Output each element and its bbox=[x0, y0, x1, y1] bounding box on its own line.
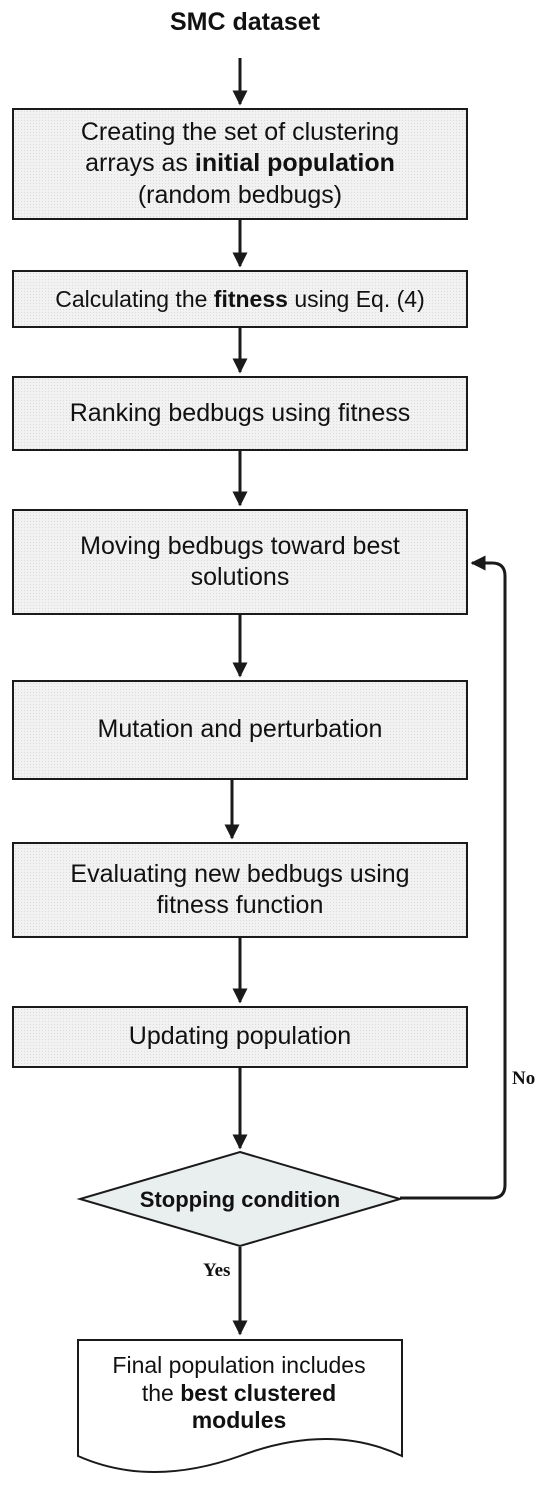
final-population-text: Final population includes the best clust… bbox=[112, 1352, 366, 1434]
arrow-no-loop-back bbox=[400, 555, 507, 1200]
modules-bold: modules bbox=[191, 1407, 287, 1434]
best-clustered-bold: best clustered bbox=[180, 1379, 337, 1406]
decision-diamond bbox=[76, 1150, 404, 1248]
decision-stopping-condition: Stopping condition bbox=[139, 1187, 341, 1212]
step-ranking-bedbugs: Ranking bedbugs using fitness bbox=[12, 376, 468, 451]
step-initial-population: Creating the set of clustering arrays as… bbox=[12, 108, 468, 220]
step-evaluating-new-bedbugs: Evaluating new bedbugs using fitness fun… bbox=[12, 842, 468, 938]
final-document-shape bbox=[77, 1339, 403, 1473]
title-smc-dataset: SMC dataset bbox=[169, 8, 321, 36]
step-initial-line3: (random bedbugs) bbox=[137, 180, 343, 209]
step-updating-population: Updating population bbox=[12, 1006, 468, 1068]
step-initial-line2: arrays as initial population bbox=[85, 149, 395, 178]
step-calculate-fitness: Calculating the fitness using Eq. (4) bbox=[12, 270, 468, 328]
step-moving-bedbugs: Moving bedbugs toward best solutions bbox=[12, 509, 468, 615]
fitness-bold: fitness bbox=[213, 285, 288, 312]
label-yes: Yes bbox=[203, 1260, 231, 1281]
label-no: No bbox=[512, 1068, 536, 1089]
step-mutation-perturbation: Mutation and perturbation bbox=[12, 680, 468, 780]
initial-population-bold: initial population bbox=[194, 149, 395, 178]
step-initial-line1: Creating the set of clustering bbox=[80, 118, 400, 147]
